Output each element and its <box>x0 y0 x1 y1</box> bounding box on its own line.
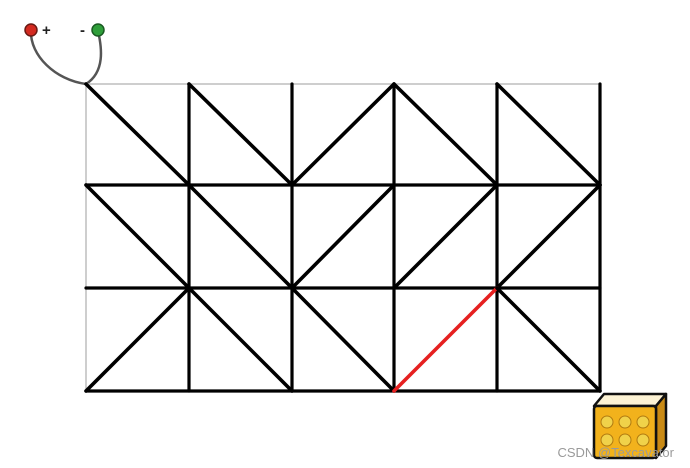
positive-terminal-label: + <box>42 22 51 39</box>
diagonal-wire <box>187 183 294 290</box>
watermark: CSDN @Texcavator <box>557 445 674 460</box>
lamp-light <box>618 415 632 429</box>
diagonal-wire <box>84 82 191 187</box>
positive-terminal <box>24 23 38 37</box>
diagonal-wire <box>187 82 294 187</box>
lamp-light <box>636 433 650 447</box>
lamp-light <box>636 415 650 429</box>
diagonal-wire <box>290 286 396 393</box>
lamp-light <box>618 433 632 447</box>
diagonal-wire <box>187 286 294 393</box>
lamp-box <box>592 392 668 460</box>
diagonal-wire <box>495 82 602 187</box>
lamp-box-top <box>592 392 668 408</box>
diagonal-wire <box>84 183 191 290</box>
negative-terminal-label: - <box>80 22 85 39</box>
diagonal-wire <box>495 286 602 393</box>
lamp-lights <box>600 415 650 447</box>
diagonal-wire <box>84 286 191 393</box>
diagonal-wire <box>392 183 499 290</box>
lamp-light <box>600 415 614 429</box>
negative-terminal <box>91 23 105 37</box>
lamp-light <box>600 433 614 447</box>
highlighted-diagonal-wire <box>392 286 499 393</box>
diagonal-wire <box>392 82 499 187</box>
diagonal-wire <box>290 183 396 290</box>
diagonal-wire <box>290 82 396 187</box>
diagonal-wire <box>495 183 602 290</box>
wire-grid <box>84 82 602 393</box>
